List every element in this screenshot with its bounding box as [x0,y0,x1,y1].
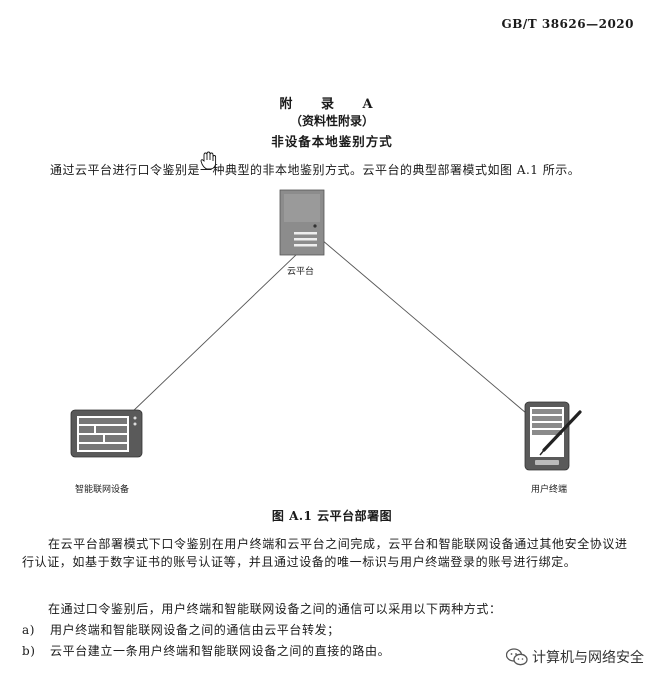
watermark: 计算机与网络安全 [506,647,644,667]
annex-title: 附 录 A [279,97,385,112]
hand-cursor-icon [200,151,217,170]
watermark-text: 计算机与网络安全 [532,650,644,666]
list-text: 云平台建立一条用户终端和智能联网设备之间的直接的路由。 [50,644,391,658]
paragraph-communication: 在通过口令鉴别后，用户终端和智能联网设备之间的通信可以采用以下两种方式： [48,602,502,616]
intro-paragraph: 通过云平台进行口令鉴别是一种典型的非本地鉴别方式。云平台的典型部署模式如图 A.… [50,163,581,177]
figure-caption: 图 A.1 云平台部署图 [271,509,393,523]
list-text: 用户终端和智能联网设备之间的通信由云平台转发； [50,623,340,637]
label-user-terminal: 用户终端 [531,485,568,495]
server-icon [279,189,325,256]
annex-subtitle: （资料性附录） [289,114,374,128]
link-cloud-terminal [321,239,527,414]
paragraph-deployment: 在云平台部署模式下口令鉴别在用户终端和云平台之间完成，云平台和智能联网设备通过其… [22,537,628,569]
smart-device-icon [70,409,143,458]
label-smart-device: 智能联网设备 [75,485,130,495]
list-item: b) 云平台建立一条用户终端和智能联网设备之间的直接的路由。 [22,642,390,660]
list-item: a) 用户终端和智能联网设备之间的通信由云平台转发； [22,621,340,639]
label-cloud-platform: 云平台 [287,267,315,277]
user-terminal-icon [524,401,582,471]
link-cloud-device [129,252,299,415]
annex-heading: 非设备本地鉴别方式 [271,134,393,149]
standard-number: GB/T 38626—2020 [501,17,634,31]
wechat-icon [506,648,528,666]
list-marker: a) [22,623,36,637]
list-marker: b) [22,644,36,658]
